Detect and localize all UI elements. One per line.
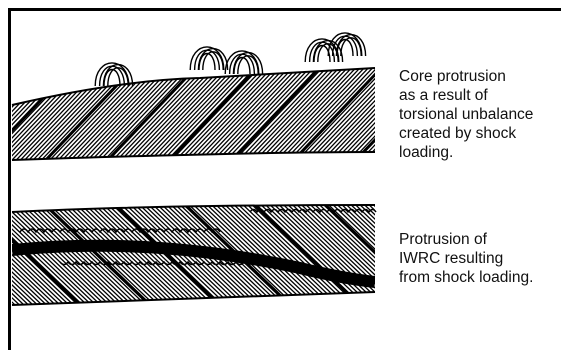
strand-line <box>0 200 11 305</box>
caption-core-protrusion: Core protrusion as a result of torsional… <box>399 67 559 162</box>
strand-line <box>0 62 17 162</box>
strand-line <box>0 62 9 162</box>
strand-line <box>0 200 10 305</box>
strand-line <box>0 200 2 305</box>
strand-line <box>0 62 55 162</box>
caption-iwrc-protrusion: Protrusion of IWRC resulting from shock … <box>399 230 559 287</box>
strand-line <box>0 62 4 162</box>
strand-line <box>0 62 15 162</box>
strand-line <box>0 62 21 162</box>
strand-line <box>0 62 72 162</box>
strand-line <box>0 62 46 162</box>
strand-line <box>0 62 13 162</box>
strand-line <box>0 200 6 305</box>
